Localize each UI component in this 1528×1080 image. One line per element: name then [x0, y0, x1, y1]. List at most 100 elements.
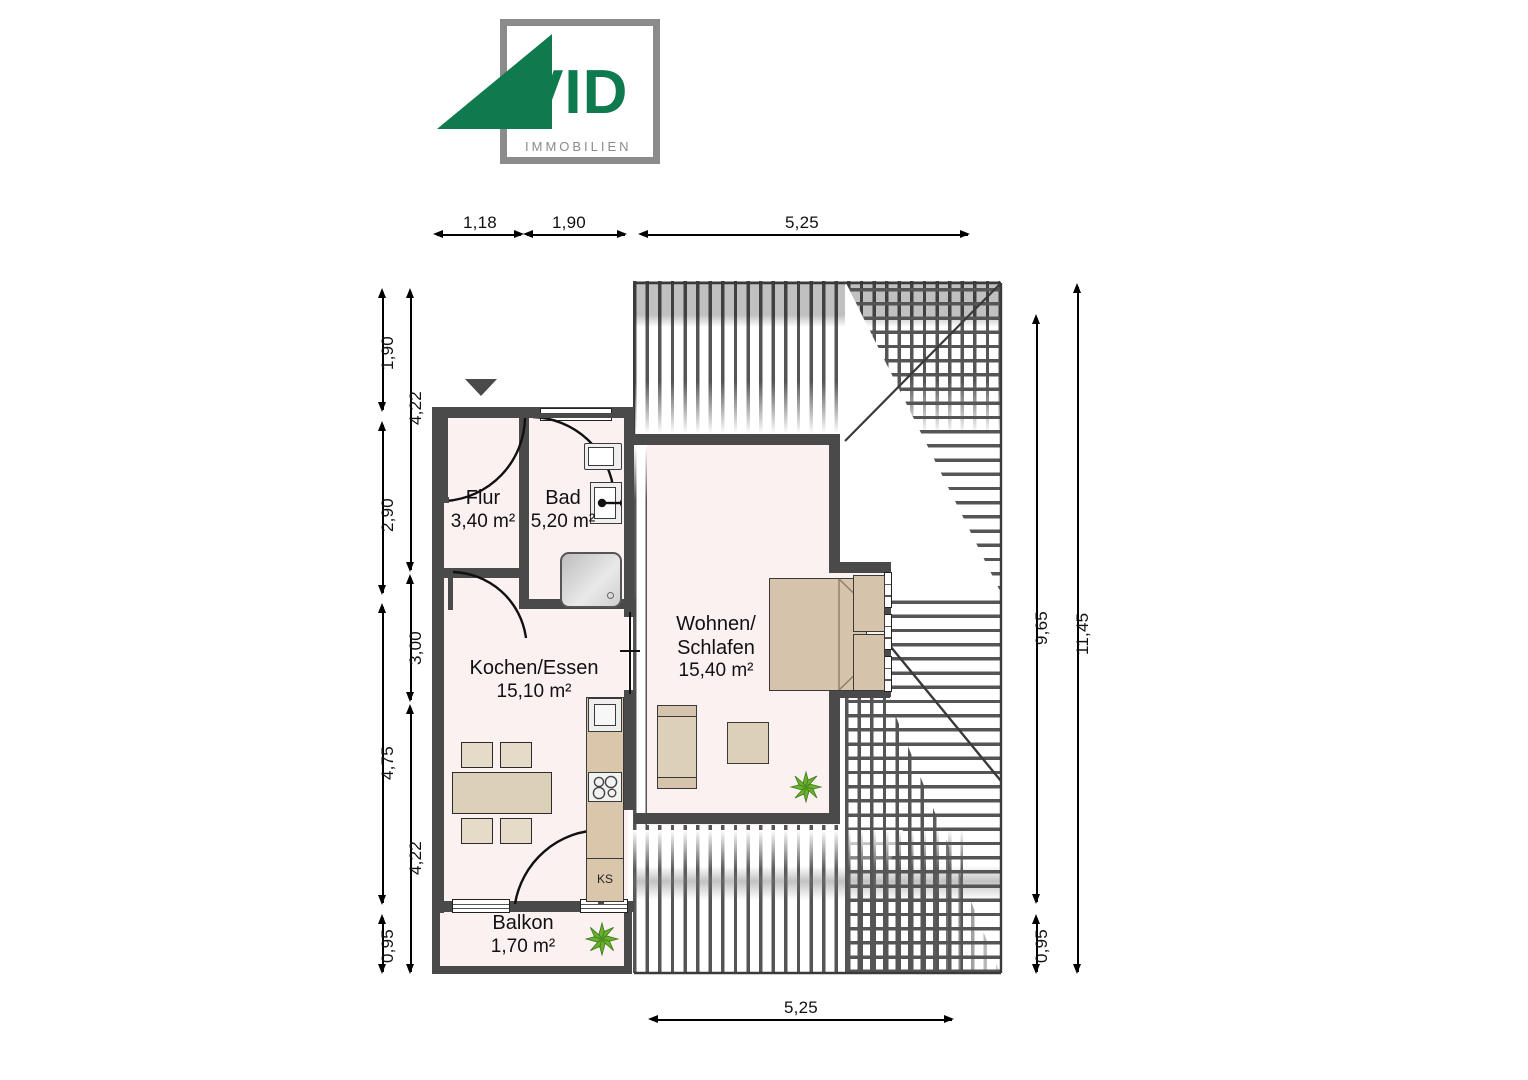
dim-top-1-line [437, 234, 521, 236]
wall-balkon-bottom [432, 966, 632, 974]
dining-table [452, 772, 552, 814]
dim-ro-1-arrow-up [1072, 283, 1081, 293]
plant-living-icon [789, 770, 823, 804]
wall-wohnen-bottom [634, 813, 840, 824]
dim-li-1-line [410, 292, 412, 570]
window-kochen-bottom-left [452, 899, 510, 913]
room-label-flur: Flur 3,40 m² [423, 487, 543, 533]
room-name-flur: Flur [465, 487, 501, 509]
dim-top-2-line [527, 234, 625, 236]
wall-wohnen-step-top [829, 562, 890, 573]
dim-li-1-label: 4,22 [406, 391, 425, 425]
dim-ri-2-line [1036, 918, 1038, 972]
room-label-kochen-essen: Kochen/Essen 15,10 m² [431, 657, 637, 703]
sofa-arm-top [657, 705, 697, 717]
dim-lo-2-line [382, 425, 384, 593]
wall-kochen-bottom [432, 901, 634, 912]
dim-ri-2-arrow-down [1031, 964, 1040, 974]
door-entrance-leaf [443, 413, 448, 498]
dim-li-1-arrow-up [405, 288, 414, 298]
room-area-balkon: 1,70 m² [490, 935, 556, 957]
dim-li-2-arrow-down [405, 692, 414, 702]
dim-top-1-label: 1,18 [463, 213, 497, 232]
entrance-arrow-icon [465, 379, 497, 396]
door-entrance [443, 417, 527, 503]
dim-li-3-arrow-down [405, 964, 414, 974]
dim-lo-4-arrow-down [377, 964, 386, 974]
oven-appliance [588, 698, 622, 732]
dim-top-1-arrow-right [514, 229, 524, 238]
dim-li-3-arrow-up [405, 704, 414, 714]
dim-lo-3-arrow-up [377, 603, 386, 613]
dim-ri-2-arrow-up [1031, 914, 1040, 924]
dim-li-1-arrow-down [405, 562, 414, 572]
dim-lo-2-arrow-down [377, 585, 386, 595]
dim-li-2-label: 3,00 [406, 631, 425, 665]
room-area-bad: 5,20 m² [530, 510, 596, 532]
nightstand-top [853, 575, 885, 632]
dim-lo-2-label: 2,90 [378, 498, 397, 532]
wall-balkon-left [432, 901, 440, 973]
dim-ro-1-line [1077, 287, 1079, 972]
dim-ri-1-arrow-up [1031, 314, 1040, 324]
opening-marker-tick [620, 650, 640, 653]
wall-wohnen-step-bottom [829, 688, 890, 698]
dim-lo-3-line [382, 607, 384, 903]
dim-ro-1-label: 11,45 [1073, 612, 1092, 655]
oven-window [594, 704, 616, 726]
door-balkon [513, 828, 602, 905]
dim-top-1-arrow-left [433, 229, 443, 238]
wall-bad-right [624, 407, 634, 609]
opening-marker-line [629, 612, 631, 694]
wall-wohnen-right-lower [829, 688, 840, 823]
room-label-wohnen-schlafen: Wohnen/ Schlafen 15,40 m² [641, 613, 791, 683]
dim-lo-2-arrow-up [377, 421, 386, 431]
window-wohnen-1 [884, 572, 892, 608]
company-logo: VID IMMOBILIEN [437, 10, 667, 175]
wall-wohnen-right-upper [829, 434, 840, 572]
dim-lo-4-label: 0,95 [378, 929, 397, 963]
logo-tagline: IMMOBILIEN [525, 139, 632, 154]
dim-bottom-1-arrow-left [648, 1014, 658, 1023]
sofa [657, 705, 697, 789]
dim-top-2-arrow-left [523, 229, 533, 238]
door-flur-kochen-leaf [448, 570, 453, 610]
door-bad-leaf [529, 413, 613, 418]
toilet-flush-icon [597, 498, 622, 508]
dim-top-3-arrow-left [638, 229, 648, 238]
plant-balkon-icon [584, 921, 620, 957]
room-name-bad: Bad [545, 487, 581, 509]
dim-lo-3-label: 4,75 [378, 746, 397, 780]
dim-lo-1-arrow-down [377, 402, 386, 412]
wall-kochen-wohnen-lower [624, 690, 636, 810]
dim-lo-1-label: 1,90 [378, 336, 397, 370]
room-name-balkon: Balkon [492, 912, 554, 934]
wall-exterior-left [432, 407, 444, 913]
door-flur-kochen [451, 570, 528, 639]
dim-li-2-arrow-up [405, 574, 414, 584]
dining-chair-br [500, 818, 532, 844]
stove-hob [588, 772, 622, 802]
shower-drain-icon [607, 592, 614, 599]
fridge-unit [586, 858, 624, 902]
door-bad [532, 415, 616, 494]
dim-ri-1-arrow-down [1031, 894, 1040, 904]
wall-wohnen-top [634, 434, 840, 445]
room-label-balkon: Balkon 1,70 m² [448, 912, 598, 958]
dining-chair-tr [500, 742, 532, 768]
wall-flur-bad [519, 407, 529, 609]
dim-ri-1-line [1036, 318, 1038, 902]
dim-lo-3-arrow-down [377, 895, 386, 905]
dim-bottom-1-label: 5,25 [784, 998, 818, 1017]
dim-lo-4-line [382, 918, 384, 972]
dining-chair-bl [461, 818, 493, 844]
logo-wordmark: VID [522, 58, 629, 127]
wall-kochen-wohnen-upper [624, 599, 636, 617]
room-label-bad: Bad 5,20 m² [503, 487, 623, 533]
window-wohnen-3 [884, 656, 892, 692]
dim-bottom-1-arrow-right [944, 1014, 954, 1023]
stove-burners-icon [592, 775, 618, 800]
sofa-arm-bottom [657, 777, 697, 789]
bed [769, 578, 867, 691]
